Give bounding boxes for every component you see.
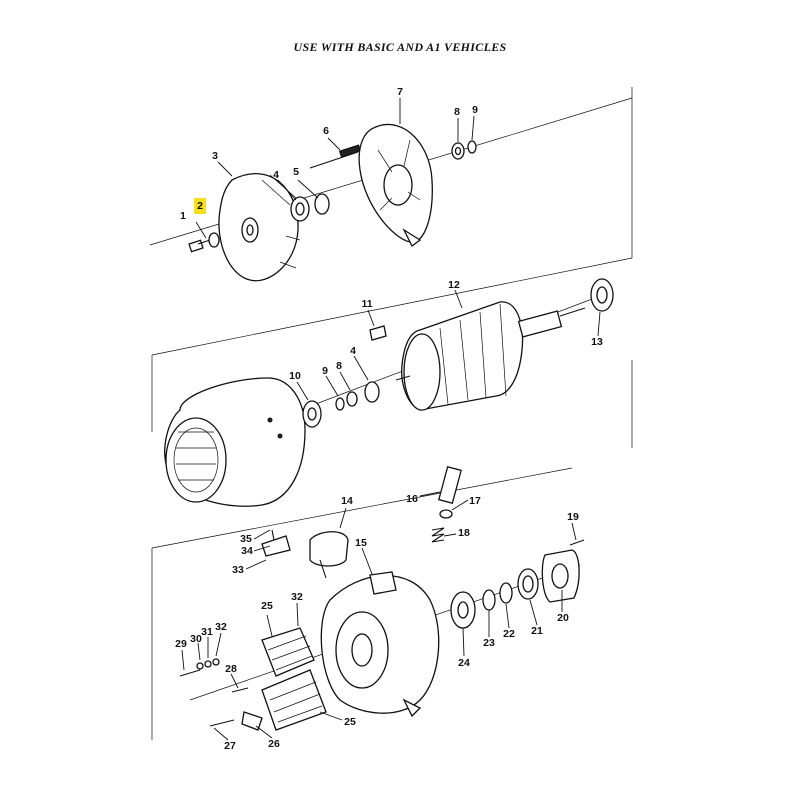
callout-2-highlighted: 2	[194, 198, 206, 214]
callout-7: 7	[397, 86, 403, 98]
part-rotor-12	[395, 301, 586, 411]
callout-14: 14	[341, 495, 353, 507]
callout-19: 19	[567, 511, 579, 523]
part-bearing-8	[451, 142, 465, 160]
callout-13: 13	[591, 336, 603, 348]
callout-11: 11	[361, 298, 373, 310]
callout-28: 28	[225, 663, 237, 675]
part-spacer-4	[290, 196, 310, 222]
page-title: USE WITH BASIC AND A1 VEHICLES	[293, 40, 507, 54]
callout-25b: 25	[344, 716, 356, 728]
callout-4: 4	[273, 169, 279, 181]
callout-35: 35	[240, 533, 252, 545]
part-screws-27-31	[179, 658, 263, 731]
part-regulator-14	[309, 531, 349, 579]
callout-6: 6	[323, 125, 329, 137]
part-ring-5	[314, 193, 330, 215]
callout-32b: 32	[215, 621, 227, 633]
part-cover-20	[541, 549, 580, 603]
callout-1: 1	[180, 210, 186, 222]
callout-15: 15	[355, 537, 367, 549]
part-rectifier-25b	[261, 669, 327, 731]
leader-lines	[181, 98, 601, 741]
part-spacer-4b	[364, 381, 380, 403]
callout-30: 30	[190, 633, 202, 645]
callout-5: 5	[293, 166, 299, 178]
part-bearing-24	[450, 591, 476, 629]
rotor-stator-group	[164, 278, 614, 507]
part-bearing-10	[302, 400, 322, 428]
callout-26: 26	[268, 738, 280, 750]
part-bracket-33-35	[261, 529, 291, 557]
part-seal-13	[590, 278, 614, 312]
callout-9b: 9	[322, 365, 328, 377]
part-washer-9	[467, 140, 477, 154]
callout-18: 18	[458, 527, 470, 539]
callout-10: 10	[289, 370, 301, 382]
part-bolt-1	[188, 239, 211, 253]
callout-12: 12	[448, 279, 460, 291]
part-nut-2	[208, 232, 220, 248]
part-bearing-8b	[346, 391, 358, 407]
callout-29: 29	[175, 638, 187, 650]
callout-33: 33	[232, 564, 244, 576]
part-end-frame-7	[358, 123, 433, 247]
callout-25: 25	[261, 600, 273, 612]
callout-24: 24	[458, 657, 470, 669]
callout-4b: 4	[350, 345, 356, 357]
part-screw-19	[569, 539, 585, 546]
callout-32: 32	[291, 591, 303, 603]
part-stator	[164, 377, 306, 507]
part-screw-6	[309, 144, 362, 169]
part-fan-3	[218, 173, 301, 282]
part-housing-15	[320, 571, 440, 718]
callout-34: 34	[241, 545, 253, 557]
callout-22: 22	[503, 628, 515, 640]
fan-assembly-group	[149, 97, 633, 282]
callout-8: 8	[454, 106, 460, 118]
callout-23: 23	[483, 637, 495, 649]
callout-21: 21	[531, 625, 543, 637]
part-washer-23	[482, 589, 496, 611]
part-key-11	[369, 325, 387, 341]
callout-8b: 8	[336, 360, 342, 372]
callout-31: 31	[201, 626, 213, 638]
callout-17: 17	[469, 495, 481, 507]
part-washer-9b	[335, 397, 345, 411]
callout-27: 27	[224, 740, 236, 752]
part-washer-22	[499, 582, 513, 604]
part-rectifier-25a	[261, 627, 315, 677]
part-seal-21	[517, 568, 539, 600]
callout-20: 20	[557, 612, 569, 624]
group-frames	[151, 87, 633, 740]
callout-9: 9	[472, 104, 478, 116]
part-brush-16-18	[431, 465, 462, 543]
callout-3: 3	[212, 150, 218, 162]
housing-group	[179, 465, 585, 731]
callout-16: 16	[406, 493, 418, 505]
